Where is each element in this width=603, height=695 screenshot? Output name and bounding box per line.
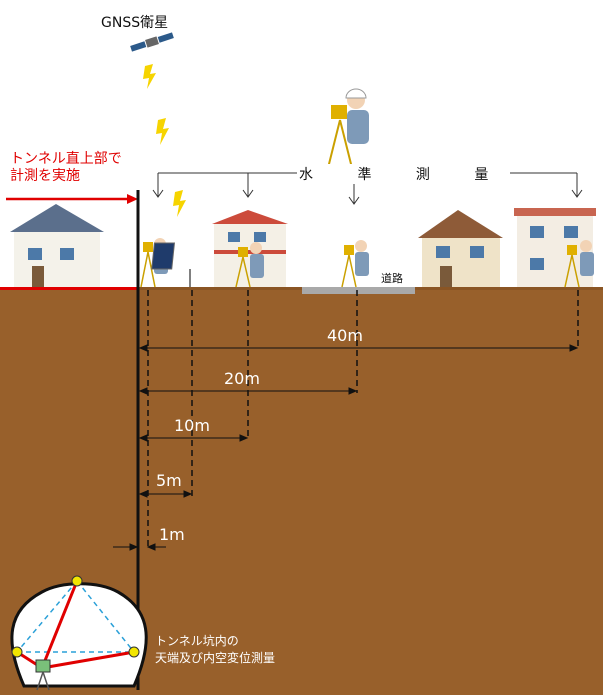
- tunnel-inner-note: トンネル坑内の 天端及び内空変位測量: [155, 633, 275, 667]
- house-icon: [10, 204, 104, 287]
- house-icon: [418, 210, 503, 287]
- tunnel-cross-section: [10, 575, 148, 691]
- road-strip: [302, 287, 415, 294]
- distance-label-40m: 40m: [327, 326, 363, 345]
- satellite-icon: [130, 32, 174, 52]
- surveyor-icon: [327, 88, 369, 169]
- road-label: 道路: [381, 272, 403, 285]
- leveling-survey-label: 水 準 測 量: [297, 164, 511, 184]
- tunnel-top-note: トンネル直上部で 計測を実施: [10, 151, 122, 185]
- house-icon: [212, 210, 288, 287]
- lightning-icon: [143, 64, 186, 217]
- tunnel-top-note-line1: トンネル直上部で: [10, 151, 122, 167]
- distance-label-1m: 1m: [159, 525, 185, 544]
- tunnel-top-note-line2: 計測を実施: [10, 168, 80, 184]
- survey-point-crown: [71, 575, 83, 587]
- distance-label-10m: 10m: [174, 416, 210, 435]
- gnss-satellite-label: GNSS衛星: [101, 15, 169, 31]
- surveyor-icon: [564, 240, 594, 288]
- red-ground-segment: [0, 287, 138, 290]
- dashed-drop-lines: [147, 290, 579, 548]
- tunnel-inner-note-line2: 天端及び内空変位測量: [155, 651, 276, 665]
- surveyor-icon: [341, 240, 369, 288]
- distance-label-20m: 20m: [224, 369, 260, 388]
- survey-point-right: [128, 646, 140, 658]
- distance-label-5m: 5m: [156, 471, 182, 490]
- red-arrow: [6, 194, 138, 204]
- ground-surface-line: [0, 287, 603, 290]
- tunnel-inner-note-line1: トンネル坑内の: [155, 634, 239, 648]
- survey-point-left: [11, 646, 23, 658]
- total-station-icon: [35, 659, 51, 691]
- solar-panel-icon: [151, 242, 191, 287]
- surveyor-icon: [235, 242, 264, 288]
- distance-arrows: [113, 344, 579, 551]
- house-icon: [514, 208, 596, 287]
